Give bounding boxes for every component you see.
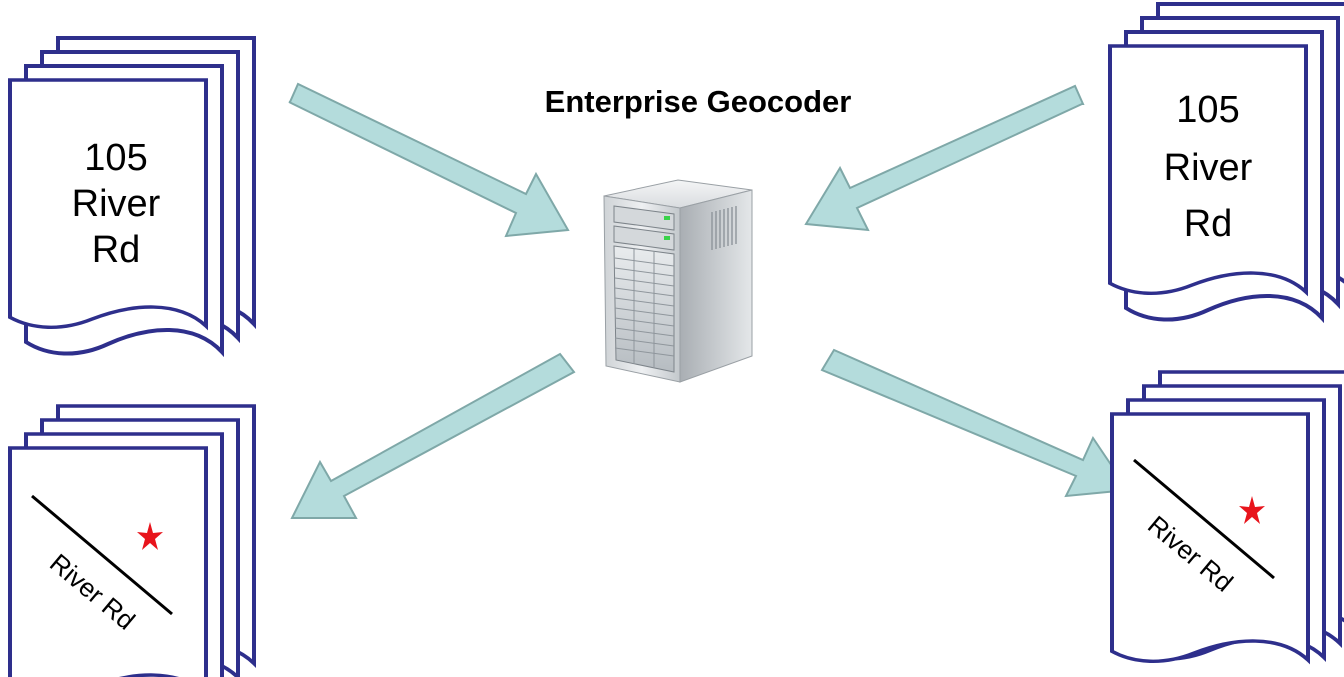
street-line bbox=[31, 494, 173, 616]
street-line bbox=[1133, 458, 1275, 580]
diagram-title: Enterprise Geocoder bbox=[545, 84, 852, 119]
input-document-stack-left: 105 River Rd bbox=[8, 36, 256, 356]
address-line-2: River bbox=[1164, 147, 1253, 189]
location-star-icon bbox=[137, 522, 163, 550]
address-line-1: 105 bbox=[84, 137, 147, 179]
input-document-stack-right: 105 River Rd bbox=[1108, 2, 1344, 322]
arrow-input-top-left bbox=[288, 82, 570, 238]
address-line-1: 105 bbox=[1176, 89, 1239, 131]
arrow-input-top-right bbox=[804, 84, 1085, 232]
address-line-3: Rd bbox=[1184, 203, 1233, 245]
address-line-2: River bbox=[72, 183, 161, 225]
server-icon bbox=[603, 179, 753, 383]
arrow-output-bottom-left bbox=[290, 352, 576, 519]
address-line-3: Rd bbox=[92, 229, 141, 271]
output-document-stack-left: River Rd bbox=[8, 404, 256, 677]
arrow-output-bottom-right bbox=[820, 348, 1130, 498]
output-document-stack-right: River Rd bbox=[1110, 370, 1344, 664]
location-star-icon bbox=[1239, 496, 1265, 524]
